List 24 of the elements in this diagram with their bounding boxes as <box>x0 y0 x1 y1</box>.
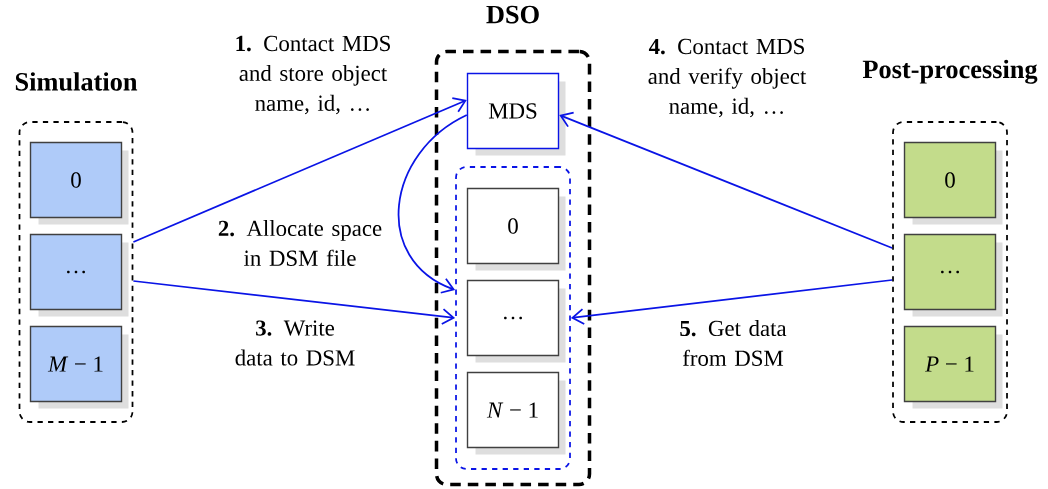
edge-label: 3. Write data to DSM <box>230 318 360 368</box>
process-box: P − 1 <box>903 325 1003 409</box>
group-heading: Simulation <box>15 72 138 91</box>
edge-label: 2. Allocate space in DSM file <box>203 218 397 268</box>
process-box: … <box>466 279 566 363</box>
process-box: MDS <box>466 72 566 156</box>
process-box: M − 1 <box>29 325 129 409</box>
group-heading: Post-processing <box>862 59 1038 84</box>
edge-label: 1. Contact MDS and store object name, id, … <box>228 34 398 116</box>
process-box: N − 1 <box>466 371 566 455</box>
process-box: … <box>903 233 1003 317</box>
process-box: … <box>29 233 129 317</box>
edge-label: 5. Get data from DSM <box>661 318 805 368</box>
arrow <box>570 279 893 325</box>
group-frame <box>455 166 571 470</box>
arrow <box>132 97 467 243</box>
arrow <box>559 111 893 249</box>
process-box: 0 <box>903 141 1003 225</box>
arrow <box>132 280 456 325</box>
arrow <box>398 114 468 294</box>
process-box: 0 <box>466 187 566 271</box>
process-box: 0 <box>29 141 129 225</box>
edge-label: 4. Contact MDS and verify object name, id, … <box>635 37 819 119</box>
group-heading: DSO <box>486 5 539 24</box>
